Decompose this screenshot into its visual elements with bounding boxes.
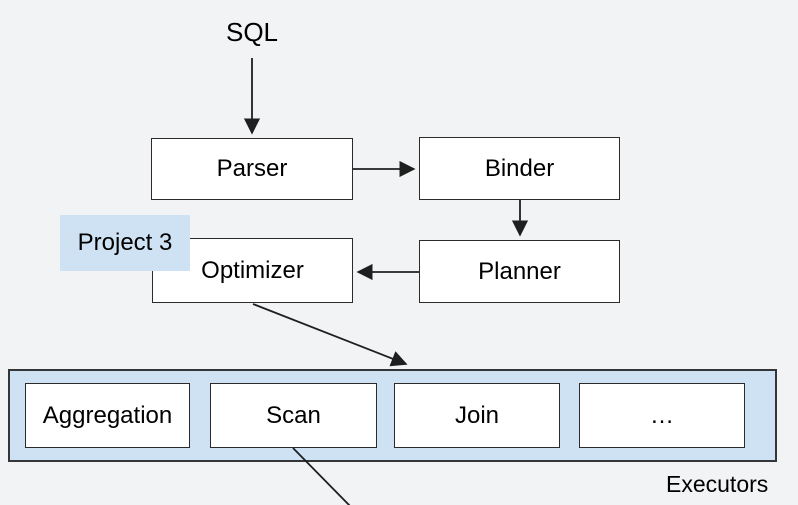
node-planner: Planner — [419, 240, 620, 303]
executor-join-label: Join — [454, 401, 500, 429]
node-planner-label: Planner — [478, 257, 561, 285]
executor-scan-label: Scan — [266, 401, 321, 429]
executors-caption: Executors — [666, 471, 769, 497]
executor-aggregation-label: Aggregation — [42, 401, 173, 429]
executor-box-ellipsis: … — [579, 383, 745, 448]
node-binder-label: Binder — [484, 154, 555, 182]
executor-box-aggregation: Aggregation — [25, 383, 190, 448]
node-parser-label: Parser — [216, 155, 288, 182]
project3-label-text: Project 3 — [77, 229, 173, 256]
executor-ellipsis-label: … — [650, 401, 674, 429]
arrow-optimizer-to-executors — [252, 303, 408, 367]
executors-container: Aggregation Scan Join … — [8, 369, 777, 462]
node-optimizer-label: Optimizer — [201, 256, 304, 284]
node-parser: Parser — [151, 138, 353, 200]
project3-highlight-label: Project 3 — [60, 215, 190, 271]
sql-input-label: SQL — [225, 17, 279, 47]
executor-box-scan: Scan — [210, 383, 377, 448]
node-binder: Binder — [419, 137, 620, 200]
executor-box-join: Join — [394, 383, 560, 448]
